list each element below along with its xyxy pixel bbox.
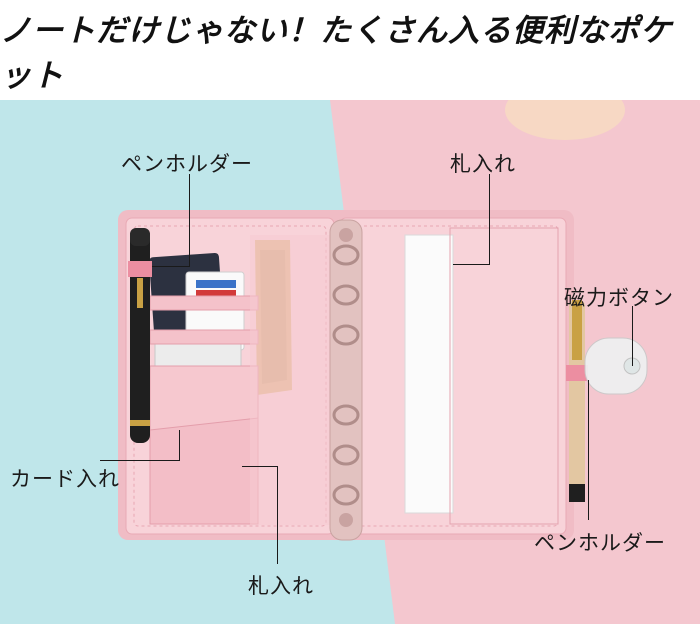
callout-bill-pocket-bottom: 札入れ [248, 574, 314, 598]
pen-left [130, 228, 150, 443]
pen-right-holder [566, 365, 588, 381]
leader-bill-pocket-bottom [277, 466, 278, 564]
leader-bill-pocket-top-h [453, 264, 490, 265]
card-stripe-red [196, 290, 236, 296]
callout-magnet-button: 磁力ボタン [564, 286, 674, 310]
pen-left-cap [130, 228, 150, 246]
pen-left-band [130, 420, 150, 426]
ring-button-top [339, 228, 353, 242]
leader-card-pocket-v [179, 430, 180, 461]
leader-pen-holder-left-h [152, 266, 190, 267]
headline: ノートだけじゃない！たくさん入る便利なポケット [0, 13, 672, 94]
white-paper [404, 234, 454, 514]
spine-pocket [250, 235, 330, 525]
rings [332, 244, 360, 506]
pen-left-holder [128, 261, 152, 277]
callout-pen-holder-left: ペンホルダー [121, 152, 253, 176]
product-photo [0, 100, 700, 624]
pen-right-tip [569, 484, 585, 502]
pen-left-clip [137, 278, 143, 308]
card-pocket-1 [149, 295, 259, 311]
leader-bill-pocket-bottom-h [242, 466, 278, 467]
background-peach-blob [505, 100, 625, 140]
leader-bill-pocket-top [489, 174, 490, 265]
leader-card-pocket [100, 460, 180, 461]
leader-pen-holder-right [588, 380, 589, 520]
pen-right-clip [572, 300, 582, 360]
leader-pen-holder-left [189, 174, 190, 267]
magnetic-button [584, 337, 648, 395]
right-pocket [449, 227, 559, 525]
card-pocket-2 [149, 329, 259, 345]
binder-illustration [0, 100, 700, 624]
lower-pocket [149, 417, 259, 525]
callout-bill-pocket-top: 札入れ [450, 152, 516, 176]
leader-magnet-button [632, 306, 633, 366]
ring-button-bottom [339, 513, 353, 527]
callout-pen-holder-right: ペンホルダー [534, 531, 666, 555]
callout-card-pocket: カード入れ [10, 467, 120, 491]
card-stripe-blue [196, 280, 236, 288]
